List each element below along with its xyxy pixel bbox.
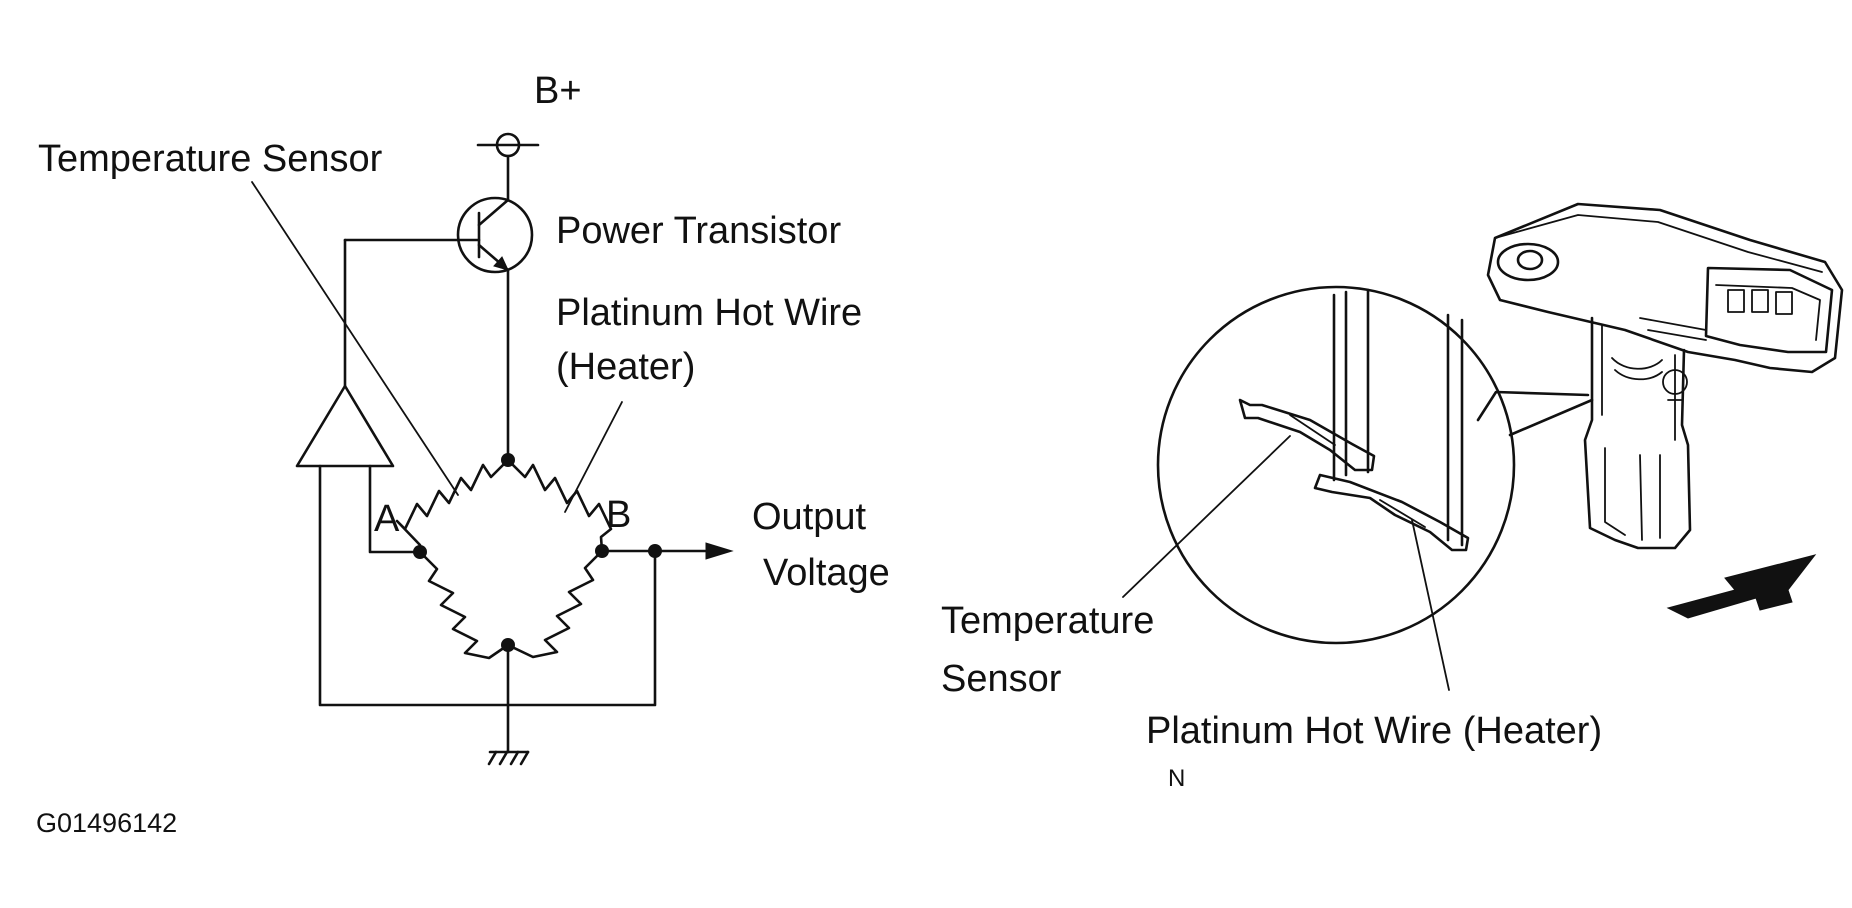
output-arrow (705, 542, 734, 560)
temperature-sensor-label: Temperature Sensor (38, 138, 383, 180)
temperature-sensor-resistor (395, 458, 510, 547)
n-mark: N (1168, 765, 1186, 792)
power-transistor-label: Power Transistor (556, 210, 842, 252)
power-transistor-symbol (343, 196, 534, 274)
b-plus-terminal-symbol (476, 132, 540, 202)
magnifier-pointer (1476, 390, 1590, 422)
hot-wire-leader (564, 401, 623, 513)
voltage-label: Voltage (763, 552, 890, 594)
temperature-sensor-leader (251, 181, 459, 496)
temperature-sensor-right-leader (1122, 435, 1291, 598)
temperature-label-right: Temperature (941, 600, 1155, 642)
magnifier-pointer-lower (1508, 398, 1594, 437)
output-label: Output (752, 496, 867, 538)
sensor-housing (1486, 202, 1844, 374)
hot-wire-resistor (506, 458, 613, 553)
bridge-circuit (251, 132, 734, 766)
sensor-label-right: Sensor (941, 658, 1062, 700)
magnified-sensing-elements (1238, 288, 1470, 552)
magnifier-circle (1156, 285, 1516, 645)
figure-code: G01496142 (36, 808, 178, 838)
sensor-probe (1583, 316, 1692, 550)
node-b-label: B (606, 494, 632, 536)
hot-wire-right-leader (1411, 519, 1450, 691)
amplifier-symbol (295, 384, 395, 468)
platinum-hot-wire-label: Platinum Hot Wire (556, 292, 863, 334)
platinum-hot-wire-right-label: Platinum Hot Wire (Heater) (1146, 710, 1603, 752)
maf-sensor-illustration (1122, 202, 1844, 691)
airflow-arrow (1666, 554, 1817, 619)
ground-symbol (487, 643, 530, 766)
node-a-wire (368, 464, 422, 554)
feedback-loop-wire (318, 464, 657, 707)
heater-label: (Heater) (556, 346, 696, 388)
b-plus-label: B+ (534, 70, 582, 112)
bridge-resistor-lower-left (418, 550, 510, 660)
bridge-resistor-lower-right (506, 549, 604, 659)
node-a-label: A (374, 498, 400, 540)
